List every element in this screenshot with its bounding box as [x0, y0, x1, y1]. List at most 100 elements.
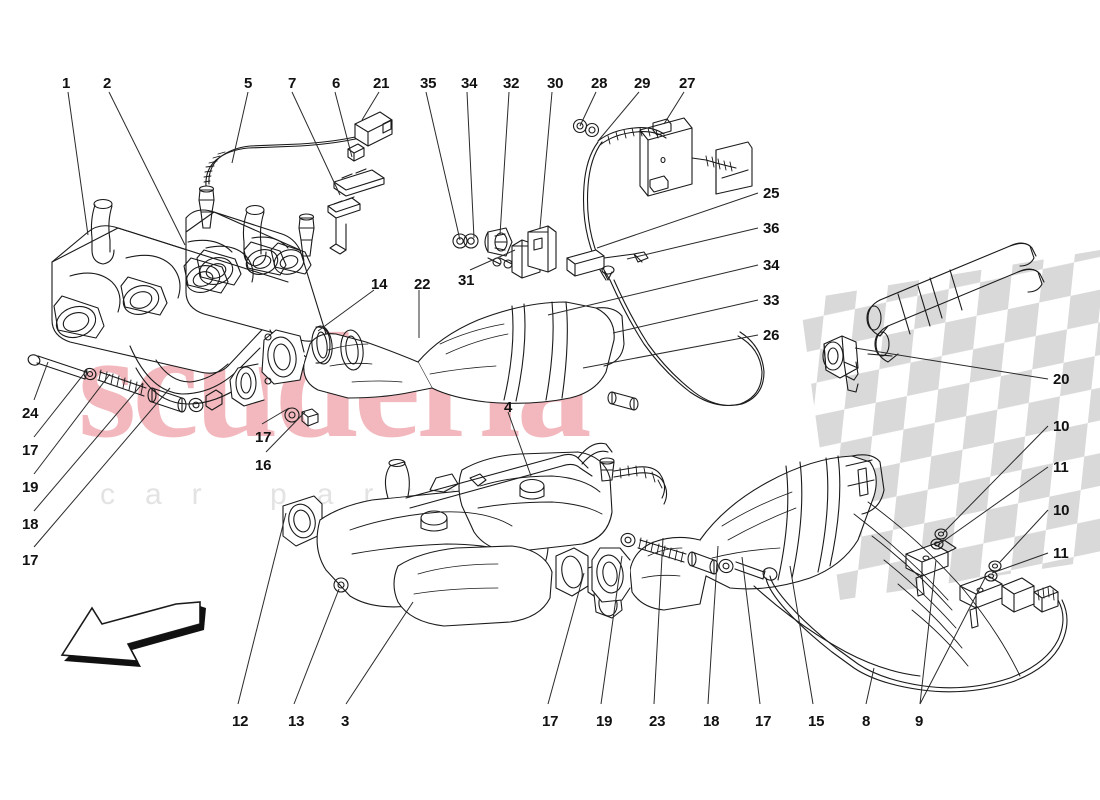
leader-line-5: [231, 91, 249, 164]
callout-label-35: 35: [420, 75, 437, 92]
callout-label-1: 1: [62, 75, 71, 92]
callout-label-17: 17: [255, 429, 272, 446]
leader-line-16: [265, 411, 306, 453]
cable-bracket-36: [566, 249, 649, 281]
callout-label-26: 26: [763, 327, 780, 344]
leader-line-15: [789, 565, 814, 705]
leader-line-17: [33, 387, 171, 548]
callout-label-18: 18: [22, 516, 39, 533]
callout-label-17: 17: [22, 442, 39, 459]
callout-label-17: 17: [755, 713, 772, 730]
leader-line-6: [334, 91, 353, 158]
callout-label-6: 6: [332, 75, 341, 92]
callout-label-34: 34: [763, 257, 780, 274]
leader-line-19: [600, 555, 623, 705]
callout-label-29: 29: [634, 75, 651, 92]
callout-label-34: 34: [461, 75, 478, 92]
leader-line-14: [317, 289, 375, 332]
leader-line-34: [547, 264, 759, 316]
leader-line-29: [597, 91, 640, 142]
upper-right-pipes: [822, 242, 1045, 393]
callout-label-22: 22: [414, 276, 431, 293]
leader-line-7: [291, 91, 341, 196]
callout-label-4: 4: [504, 399, 513, 416]
callout-label-24: 24: [22, 405, 39, 422]
leader-line-33: [612, 299, 759, 334]
lower-right-brackets: [905, 528, 1059, 629]
leader-line-9b: [919, 577, 986, 705]
callout-label-19: 19: [22, 479, 39, 496]
upper-exhaust-manifold: [51, 198, 327, 405]
callout-label-17: 17: [22, 552, 39, 569]
leader-line-17: [261, 407, 290, 425]
callout-label-32: 32: [503, 75, 520, 92]
forward-direction-arrow: [60, 601, 206, 667]
callout-label-10: 10: [1053, 502, 1070, 519]
callout-label-31: 31: [458, 272, 475, 289]
leader-line-17: [741, 556, 761, 705]
leader-line-18: [33, 382, 144, 512]
callout-label-14: 14: [371, 276, 388, 293]
leader-lines: [33, 91, 1049, 705]
callout-label-13: 13: [288, 713, 305, 730]
leader-line-31: [469, 249, 516, 271]
callout-label-8: 8: [862, 713, 871, 730]
callout-label-2: 2: [103, 75, 112, 92]
harness-loop-8: [765, 575, 1068, 693]
lower-exhaust-manifold: [282, 442, 625, 627]
leader-line-4: [507, 411, 532, 477]
callout-label-18: 18: [703, 713, 720, 730]
leader-line-24: [33, 361, 49, 401]
callout-label-5: 5: [244, 75, 253, 92]
leader-line-10: [942, 425, 1049, 534]
callout-label-21: 21: [373, 75, 390, 92]
leader-line-9: [919, 559, 937, 705]
callout-label-12: 12: [232, 713, 249, 730]
leader-line-8: [865, 667, 875, 705]
leader-line-1: [67, 91, 89, 236]
leader-line-11: [991, 552, 1049, 574]
lambda-sensor-lower: [599, 457, 668, 505]
stud-spring-assembly-left: [27, 354, 223, 413]
lower-harness-9: [753, 585, 921, 677]
callout-label-11: 11: [1053, 545, 1069, 562]
leader-line-35: [425, 91, 461, 241]
callout-label-11: 11: [1053, 459, 1069, 476]
callout-label-27: 27: [679, 75, 696, 92]
control-module-upper: [572, 117, 753, 281]
leader-line-25: [596, 192, 759, 249]
callout-label-19: 19: [596, 713, 613, 730]
callout-label-10: 10: [1053, 418, 1070, 435]
leader-line-20: [854, 347, 1049, 380]
callout-label-20: 20: [1053, 371, 1070, 388]
leader-line-23: [653, 537, 664, 705]
leader-line-30: [539, 91, 553, 229]
leader-line-19: [33, 373, 111, 475]
leader-line-32: [499, 91, 510, 236]
callout-label-3: 3: [341, 713, 350, 730]
callout-label-17: 17: [542, 713, 559, 730]
callout-label-30: 30: [547, 75, 564, 92]
leader-line-26: [582, 334, 759, 369]
leader-line-17: [33, 369, 88, 438]
fastener-17-16: [284, 407, 319, 427]
callout-label-25: 25: [763, 185, 780, 202]
lower-spring-assembly: [620, 532, 778, 581]
callout-label-7: 7: [288, 75, 297, 92]
sensor-cable-loops: [607, 279, 893, 411]
leader-line-28: [579, 91, 597, 127]
leader-line-10: [999, 509, 1049, 563]
leader-line-27: [663, 91, 685, 125]
hardware-cluster-upper: [452, 225, 557, 279]
callout-label-28: 28: [591, 75, 608, 92]
callout-label-9: 9: [915, 713, 924, 730]
leader-line-12: [237, 512, 287, 705]
leader-line-11: [937, 466, 1049, 546]
leader-line-3: [345, 601, 414, 705]
leader-line-13: [293, 588, 340, 705]
leader-line-18: [707, 545, 719, 705]
lambda-sensor-upper: [198, 111, 393, 257]
leader-line-34: [466, 91, 475, 239]
